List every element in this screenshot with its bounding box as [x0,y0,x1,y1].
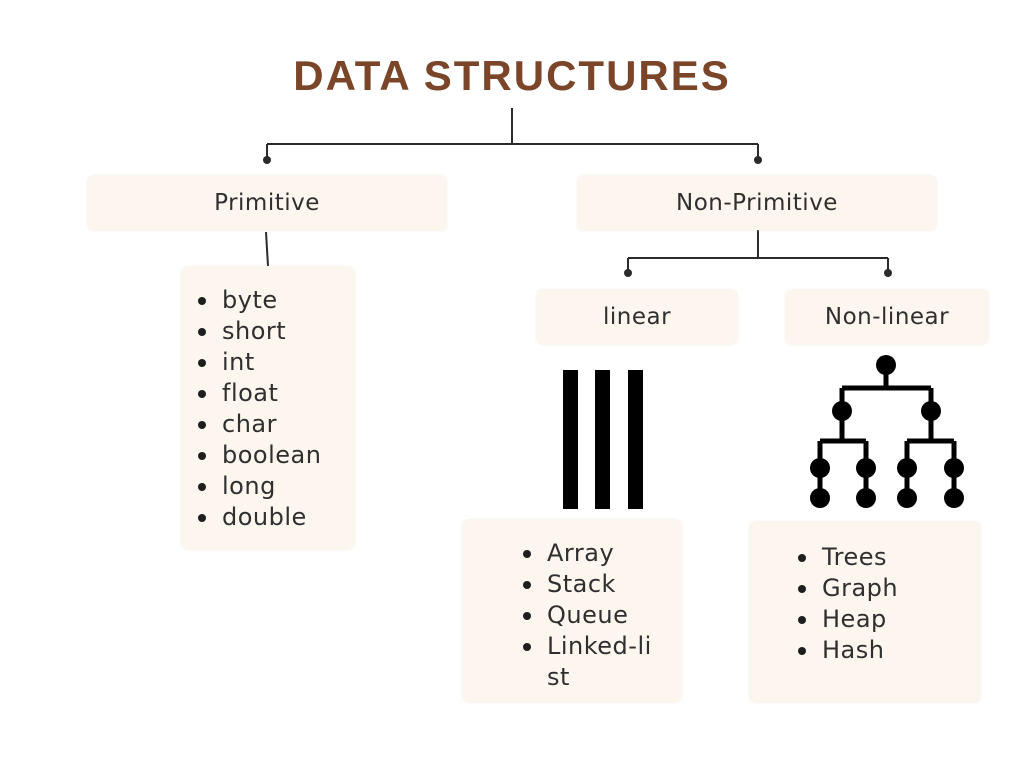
list-item: Queue [507,600,657,631]
diagram-title: DATA STRUCTURES [293,52,731,99]
list-item: int [182,347,354,378]
list-item: double [182,502,354,533]
node-linear-label: linear [602,304,672,330]
node-non-primitive-label: Non-Primitive [676,190,838,216]
list-item: long [182,471,354,502]
list-item: boolean [182,440,354,471]
list-item: Heap [782,604,980,635]
node-non-primitive: Non-Primitive [578,176,936,230]
list-item: byte [182,285,354,316]
list-item: float [182,378,354,409]
node-primitive: Primitive [88,176,446,230]
non-linear-structures-list: Trees Graph Heap Hash [750,522,980,702]
node-non-linear: Non-linear [786,290,988,344]
connector-primitive-list [265,231,269,267]
list-item: Stack [507,569,657,600]
connector-dot-primitive [263,156,271,164]
connector-dot-non-linear [884,269,892,277]
list-item: Hash [782,635,980,666]
primitive-types-list: byte short int float char boolean long d… [182,267,354,549]
connector-dot-non-primitive [754,156,762,164]
list-item: Trees [782,542,980,573]
node-linear: linear [537,290,737,344]
node-non-linear-label: Non-linear [824,304,950,330]
list-item: Array [507,538,657,569]
list-item: Graph [782,573,980,604]
tree-icon [810,355,964,508]
linear-structures-list: Array Stack Queue Linked-list [463,520,681,702]
list-item: short [182,316,354,347]
list-item: char [182,409,354,440]
vertical-bars-icon [563,370,643,509]
node-primitive-label: Primitive [214,190,320,216]
list-item: Linked-list [507,631,657,693]
connector-dot-linear [624,269,632,277]
